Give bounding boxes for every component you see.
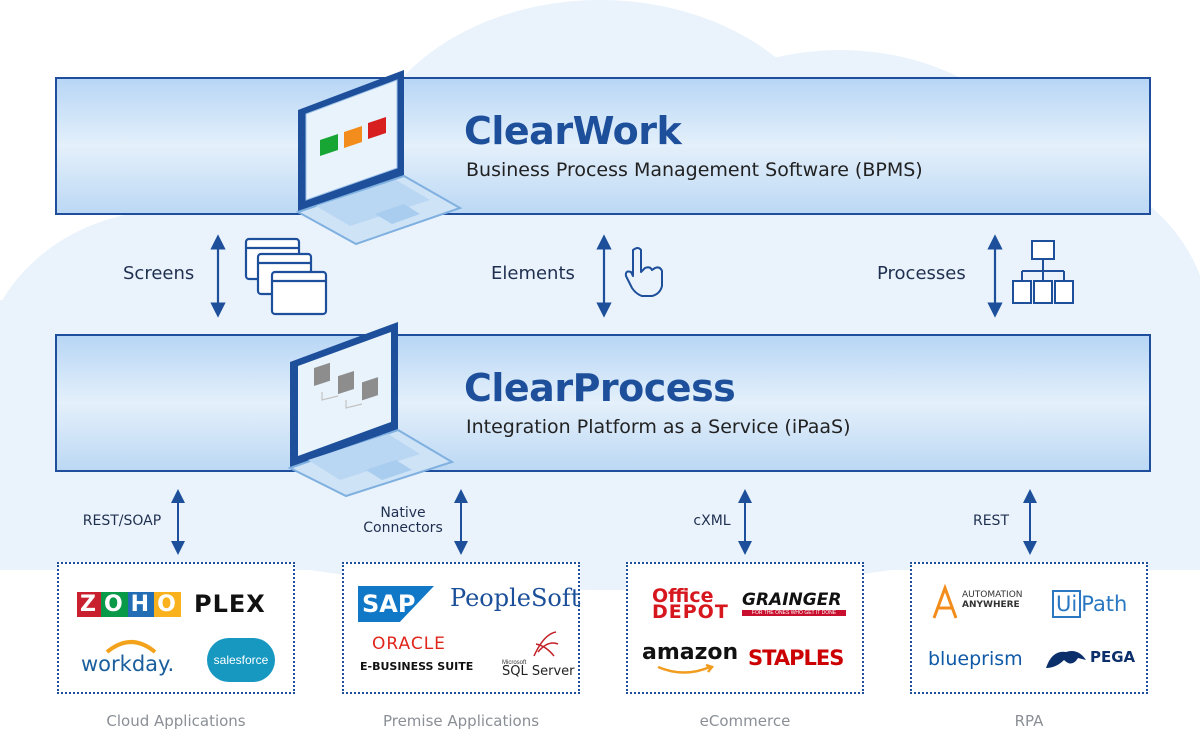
rest-soap-label: REST/SOAP [82, 513, 162, 529]
automation-anywhere-logo: AUTOMATION ANYWHERE [962, 590, 1023, 610]
sap-logo: SAP [358, 586, 434, 622]
zoho-h: H [127, 592, 155, 617]
plex-logo: PLEX [194, 590, 266, 618]
office-depot-logo: Office DEPOT [652, 585, 729, 623]
laptop-bpms-icon [295, 70, 463, 246]
uipath-box: Ui [1052, 590, 1082, 618]
clearwork-subtitle: Business Process Management Software (BP… [466, 159, 923, 181]
oracle-logo: ORACLE [372, 634, 446, 654]
peoplesoft-logo: PeopleSoft [450, 584, 581, 612]
clearprocess-title: ClearProcess [464, 366, 736, 410]
sql-server-icon [533, 631, 559, 657]
rpa-caption: RPA [1014, 712, 1044, 730]
org-chart-icon [1012, 240, 1074, 304]
uipath-text: Path [1081, 592, 1128, 616]
screens-label: Screens [123, 263, 195, 284]
microsoft-label: Microsoft [502, 660, 527, 666]
automation-anywhere-icon [932, 584, 958, 619]
pega-icon [1046, 651, 1086, 668]
clearprocess-band: ClearProcess Integration Platform as a S… [55, 334, 1151, 472]
zoho-o1: O [100, 592, 128, 617]
ecommerce-box: Office DEPOT GRAINGER FOR THE ONES WHO G… [626, 562, 864, 694]
rest-label: REST [972, 513, 1009, 529]
aa-line2: ANYWHERE [962, 600, 1020, 610]
connectors-line: Connectors [363, 520, 443, 536]
clearwork-title: ClearWork [464, 109, 682, 153]
workday-logo: workday. [81, 652, 175, 676]
pega-logo: PEGA [1090, 648, 1136, 666]
elements-label: Elements [491, 263, 575, 284]
native-line: Native [380, 505, 426, 521]
laptop-ipaas-icon [287, 322, 455, 498]
processes-label: Processes [877, 263, 966, 284]
workday-arc-icon [105, 640, 157, 654]
zoho-z: Z [77, 592, 101, 617]
premise-applications-box: SAP PeopleSoft ORACLE E-BUSINESS SUITE M… [342, 562, 580, 694]
clearprocess-subtitle: Integration Platform as a Service (iPaaS… [466, 416, 851, 438]
office-depot-line2: DEPOT [652, 601, 729, 623]
staples-logo: STAPLES [748, 646, 844, 670]
native-connectors-label: Native Connectors [348, 506, 458, 536]
cxml-label: cXML [693, 513, 731, 529]
pointer-hand-icon [624, 247, 663, 297]
cloud-applications-caption: Cloud Applications [106, 712, 246, 730]
office-depot-line1: Office [652, 585, 714, 607]
amazon-smile-icon [657, 664, 715, 674]
screens-icon [244, 237, 328, 316]
zoho-o2: O [154, 592, 181, 617]
aa-line1: AUTOMATION [962, 590, 1023, 600]
amazon-logo: amazon [642, 640, 739, 665]
premise-applications-caption: Premise Applications [382, 712, 540, 730]
ecommerce-caption: eCommerce [699, 712, 791, 730]
salesforce-logo: salesforce [207, 638, 275, 682]
grainger-tagline: FOR THE ONES WHO GET IT DONE [742, 610, 846, 616]
clearwork-band: ClearWork Business Process Management So… [55, 77, 1151, 215]
oracle-ebs-label: E-BUSINESS SUITE [360, 660, 474, 673]
grainger-logo: GRAINGER [742, 590, 842, 610]
blueprism-logo: blueprism [928, 648, 1023, 670]
sql-server-logo: SQL Server [502, 664, 575, 679]
